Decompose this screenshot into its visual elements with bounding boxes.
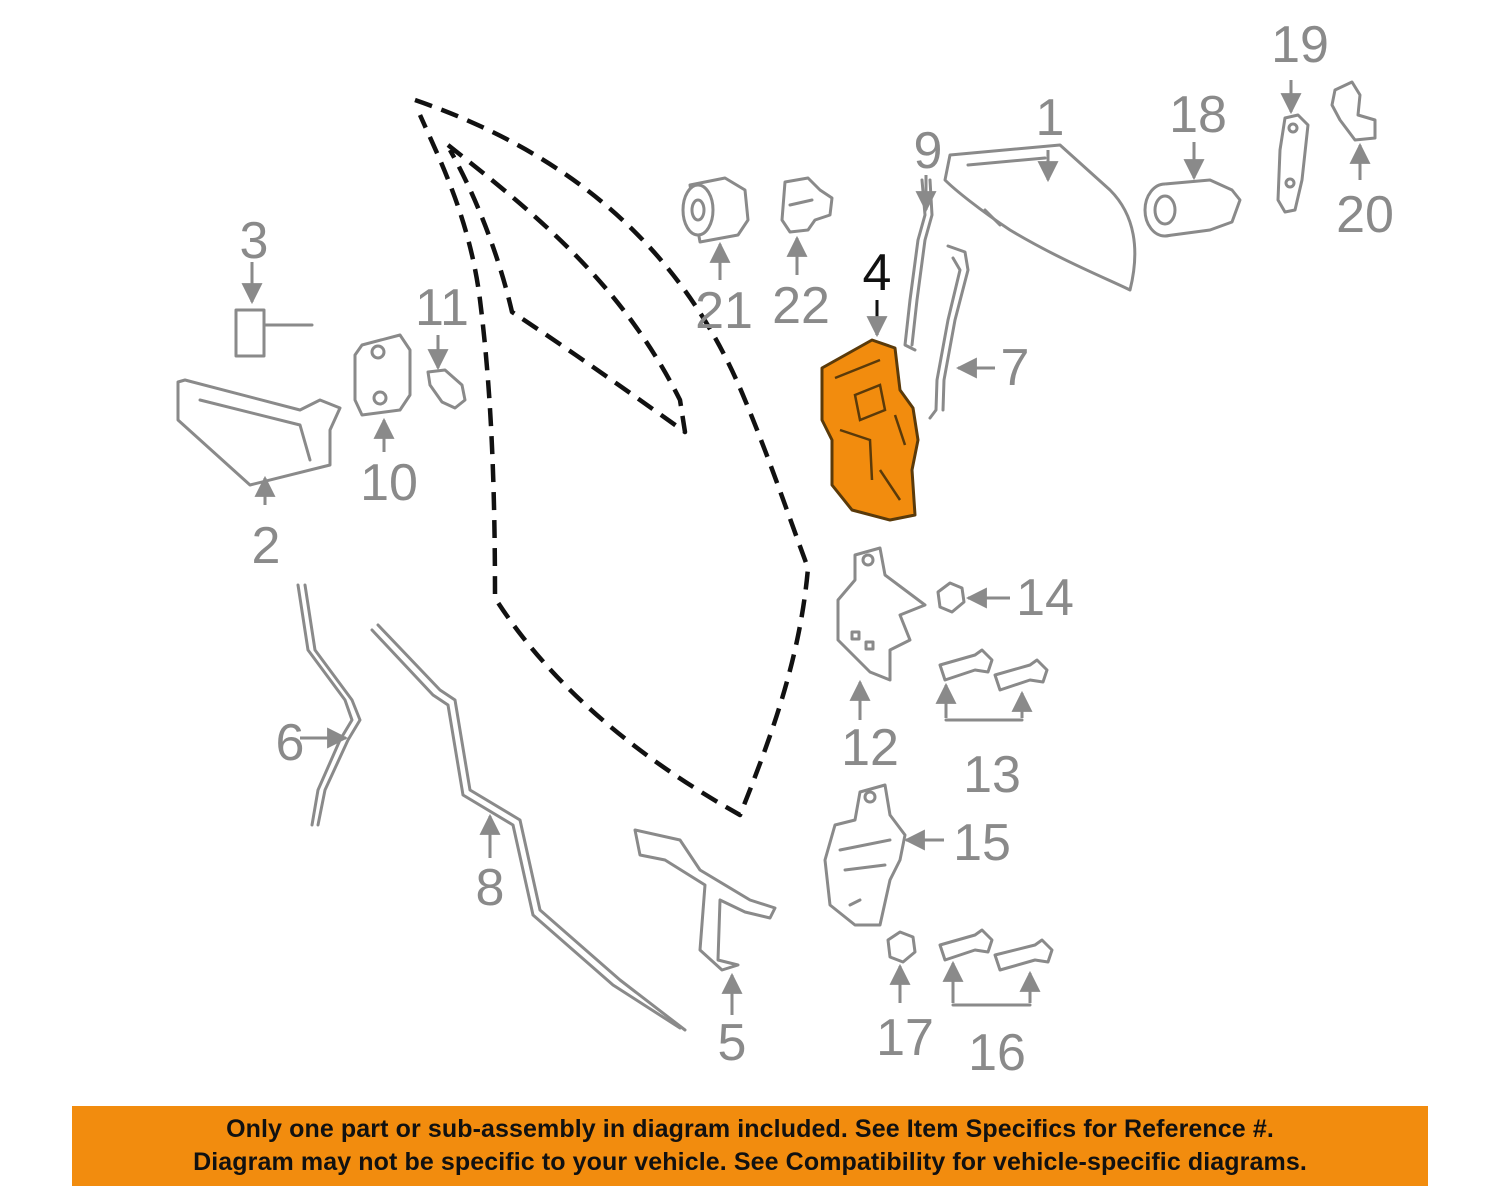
callout-5: 5 [718, 1014, 747, 1072]
callout-9: 9 [914, 122, 943, 180]
callout-1: 1 [1036, 89, 1065, 147]
part-13-bolts[interactable] [935, 648, 1049, 722]
part-6-rod[interactable] [296, 583, 362, 827]
part-14-nut[interactable] [936, 581, 1010, 614]
part-3-pin[interactable] [234, 262, 314, 358]
door-frame-outline [414, 97, 811, 818]
callout-3: 3 [240, 212, 269, 270]
part-1-outside-handle[interactable] [943, 143, 1137, 292]
callout-14: 14 [1016, 569, 1074, 627]
part-22-clip[interactable] [780, 176, 834, 275]
callout-20: 20 [1336, 186, 1394, 244]
callout-4: 4 [863, 244, 892, 302]
part-9-rod[interactable] [903, 175, 937, 352]
notice-line-1: Only one part or sub-assembly in diagram… [226, 1115, 1274, 1143]
part-12-hinge-bracket[interactable] [836, 546, 927, 720]
callout-15: 15 [953, 814, 1011, 872]
callout-7: 7 [1001, 339, 1030, 397]
part-19-clip[interactable] [1276, 80, 1310, 214]
part-7-rod[interactable] [928, 244, 995, 420]
callout-22: 22 [772, 277, 830, 335]
part-8-long-rod[interactable] [370, 623, 687, 1032]
callout-13: 13 [963, 746, 1021, 804]
callout-12: 12 [841, 719, 899, 777]
part-2-inside-handle[interactable] [176, 378, 342, 505]
part-18-lock-cylinder[interactable] [1143, 142, 1242, 238]
notice-line-2: Diagram may not be specific to your vehi… [193, 1148, 1307, 1176]
part-17-nut[interactable] [886, 930, 917, 1003]
part-4-door-latch-highlighted[interactable] [820, 300, 920, 522]
callout-18: 18 [1169, 86, 1227, 144]
callout-2: 2 [252, 517, 281, 575]
callout-21: 21 [695, 282, 753, 340]
part-10-striker-plate[interactable] [353, 333, 412, 452]
part-5-bracket[interactable] [633, 828, 777, 1015]
callout-6: 6 [276, 714, 305, 772]
callout-8: 8 [476, 859, 505, 917]
callout-10: 10 [360, 454, 418, 512]
part-20-retainer[interactable] [1330, 80, 1377, 180]
callout-19: 19 [1271, 16, 1329, 74]
part-21-bushing[interactable] [681, 176, 750, 280]
part-16-bolts[interactable] [938, 928, 1054, 1007]
callout-16: 16 [968, 1024, 1026, 1082]
callout-17: 17 [876, 1009, 934, 1067]
part-15-hinge[interactable] [823, 783, 944, 927]
callout-11: 11 [415, 279, 469, 337]
notice-banner: Only one part or sub-assembly in diagram… [72, 1106, 1428, 1186]
part-11-bolt[interactable] [426, 335, 467, 410]
